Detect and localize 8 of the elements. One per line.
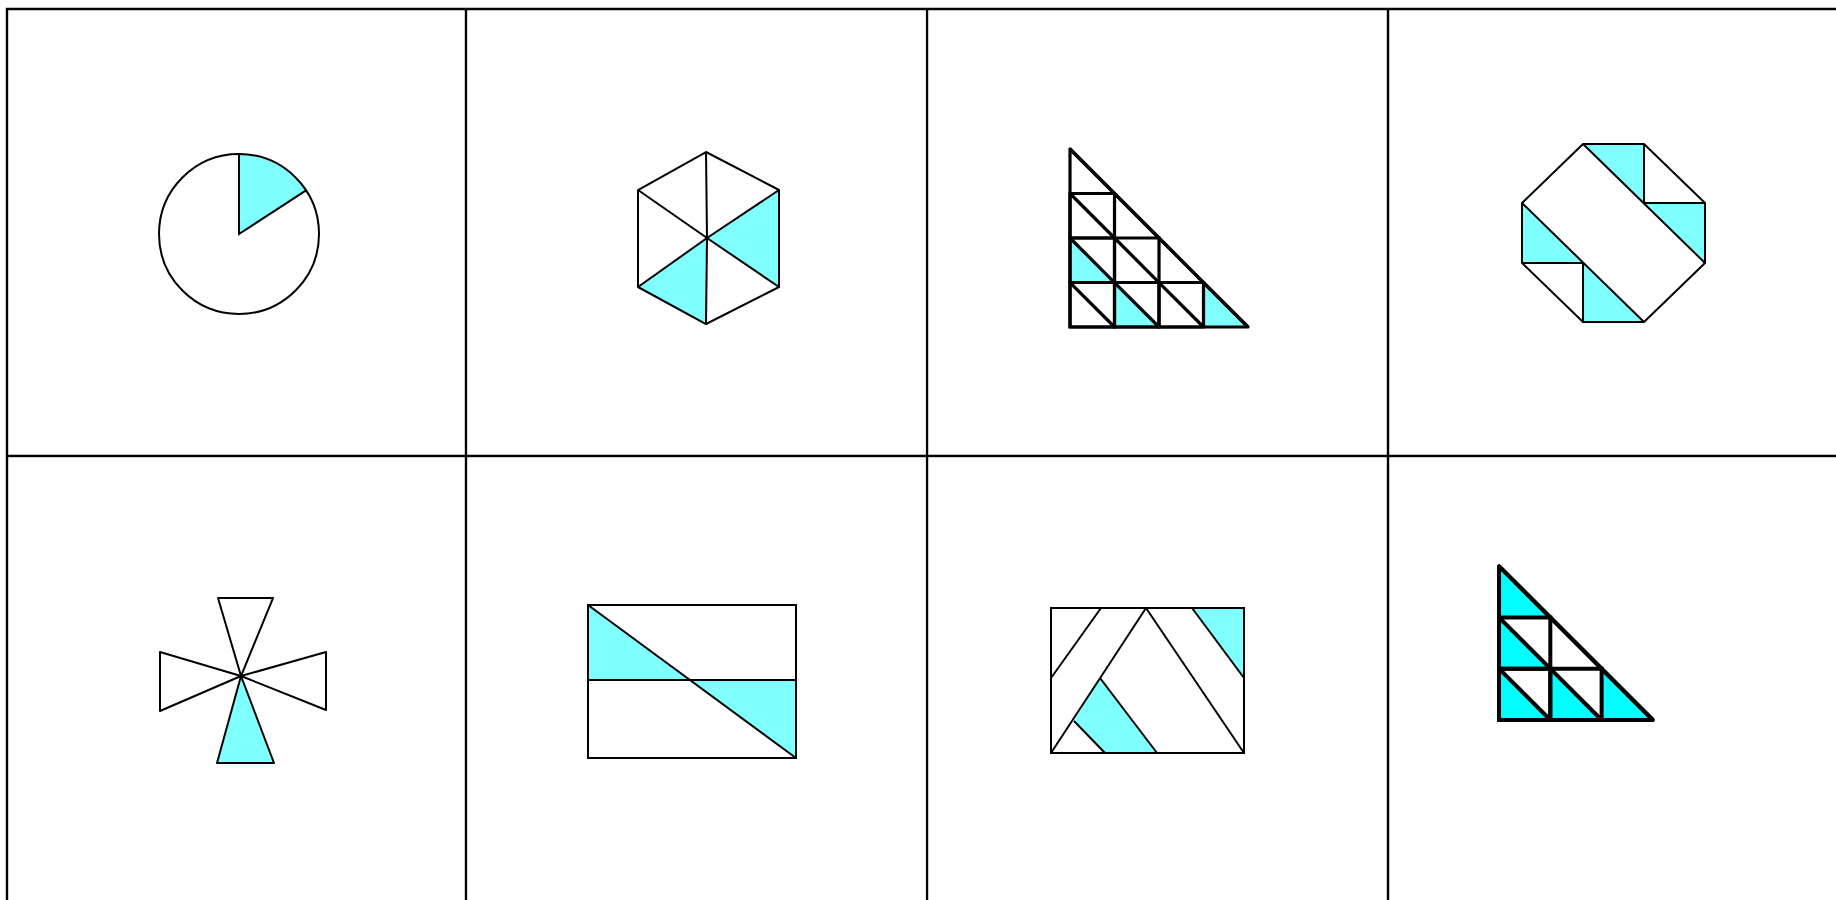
triangle-drawing <box>1497 564 1655 722</box>
pinwheel-drawing <box>159 597 327 764</box>
circle-drawing <box>158 153 320 315</box>
triangle-drawing <box>1068 147 1250 329</box>
hexagon-drawing <box>637 151 780 325</box>
rectangle-drawing <box>587 604 797 759</box>
rectangle-drawing <box>1050 607 1245 754</box>
octagon-drawing <box>1521 143 1706 323</box>
